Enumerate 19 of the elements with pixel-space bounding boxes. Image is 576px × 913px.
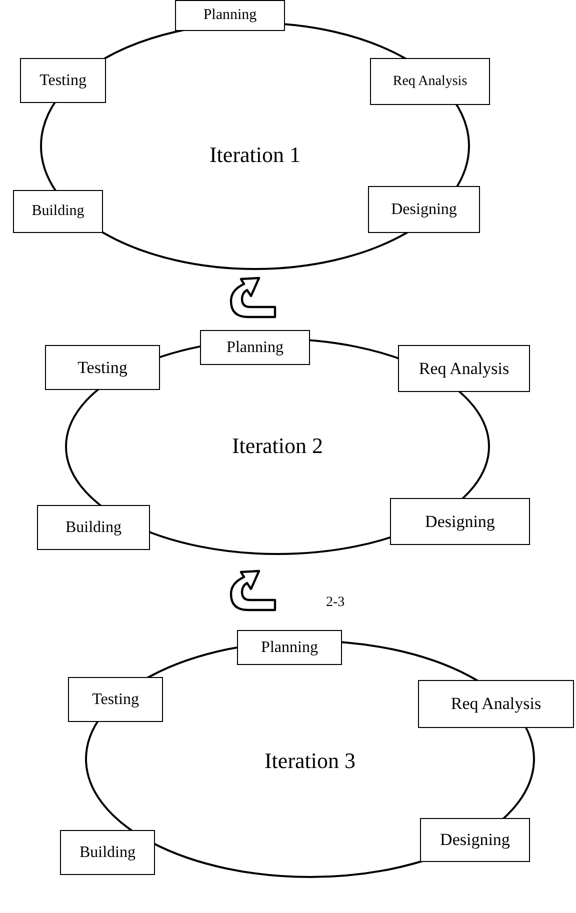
transition-label: 2-3 <box>326 595 345 611</box>
phase-box: Planning <box>200 330 310 365</box>
phase-box: Planning <box>175 0 285 31</box>
phase-box: Req Analysis <box>370 58 490 105</box>
iteration-title: Iteration 2 <box>230 433 324 459</box>
iteration-title: Iteration 3 <box>263 748 357 774</box>
phase-box: Building <box>60 830 155 875</box>
phase-box: Planning <box>237 630 342 665</box>
phase-box: Building <box>13 190 103 233</box>
phase-box: Testing <box>68 677 163 722</box>
phase-box: Req Analysis <box>418 680 574 728</box>
phase-box: Testing <box>20 58 106 103</box>
phase-box: Building <box>37 505 150 550</box>
phase-box: Designing <box>390 498 530 545</box>
iteration-title: Iteration 1 <box>208 142 302 168</box>
phase-box: Designing <box>420 818 530 862</box>
phase-box: Req Analysis <box>398 345 530 392</box>
phase-box: Testing <box>45 345 160 390</box>
phase-box: Designing <box>368 186 480 233</box>
